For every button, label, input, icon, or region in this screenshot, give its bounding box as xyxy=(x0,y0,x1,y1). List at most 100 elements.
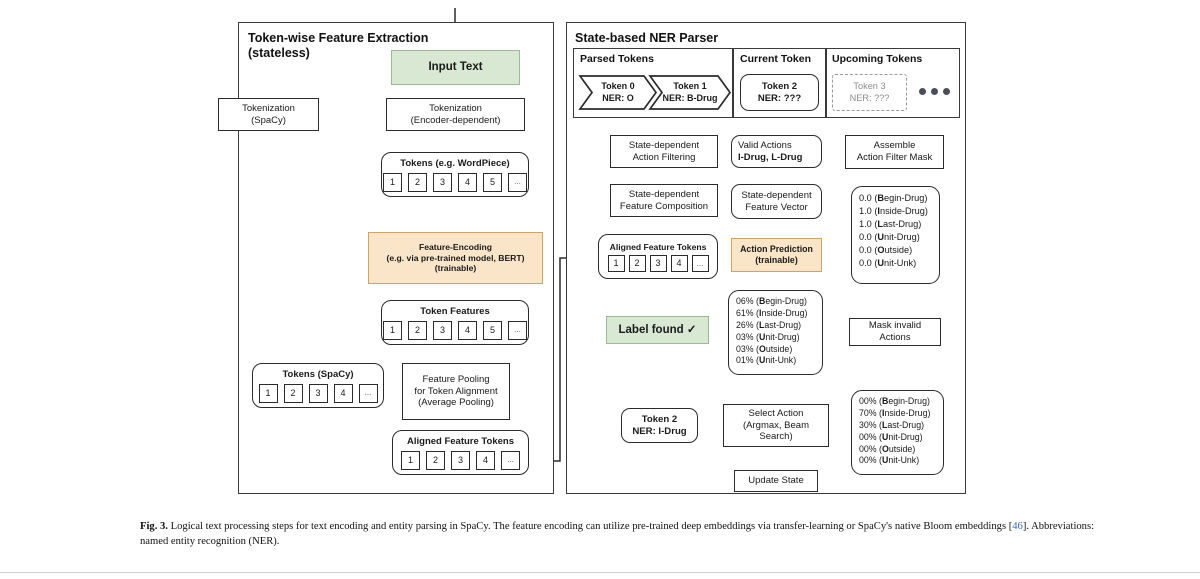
token-square[interactable]: 1 xyxy=(383,320,402,340)
input-text-box[interactable]: Input Text xyxy=(391,50,520,85)
token-square[interactable]: 4 xyxy=(458,320,477,340)
select-action-box[interactable]: Select Action (Argmax, Beam Search) xyxy=(723,404,829,447)
token-square[interactable]: 1 xyxy=(258,383,278,403)
token-square-ellipsis[interactable]: ... xyxy=(691,255,709,273)
token-features-strip[interactable]: Token Features 1 2 3 4 5 ... xyxy=(381,300,529,345)
probability-row: 26% (Last-Drug) xyxy=(736,319,802,330)
left-panel-title-line1: Token-wise Feature Extraction xyxy=(248,31,429,45)
feature-composition-line1: State-dependent xyxy=(628,188,700,200)
parsed-token-0-line2: NER: O xyxy=(602,92,634,103)
upcoming-token-box[interactable]: Token 3 NER: ??? xyxy=(832,74,907,111)
current-token-line1: Token 2 xyxy=(761,80,798,92)
aligned-feature-tokens-right-caption: Aligned Feature Tokens xyxy=(609,241,707,252)
probability-row: 30% (Last-Drug) xyxy=(859,419,925,430)
select-action-line2: (Argmax, Beam Search) xyxy=(743,419,809,443)
action-prediction-line2: (trainable) xyxy=(755,255,798,265)
tokenization-encoder-line2: (Encoder-dependent) xyxy=(410,114,501,126)
assemble-action-filter-mask-box[interactable]: Assemble Action Filter Mask xyxy=(845,135,944,169)
parsed-token-0[interactable]: Token 0 NER: O xyxy=(578,74,658,111)
token-square[interactable]: 3 xyxy=(649,255,667,273)
aligned-feature-tokens-caption: Aligned Feature Tokens xyxy=(407,436,514,448)
probability-row: 01% (Unit-Unk) xyxy=(736,355,797,366)
feature-pooling-line2: for Token Alignment xyxy=(414,385,498,397)
token-square[interactable]: 1 xyxy=(607,255,625,273)
caption-text-line2a: native Bloom embeddings [ xyxy=(894,521,1013,532)
aligned-feature-tokens-items: 1 2 3 4 ... xyxy=(401,450,520,470)
token-square[interactable]: 1 xyxy=(383,172,402,192)
token-features-caption: Token Features xyxy=(420,306,490,318)
tokenization-encoder-box[interactable]: Tokenization (Encoder-dependent) xyxy=(386,98,525,131)
action-prediction-box[interactable]: Action Prediction (trainable) xyxy=(731,238,822,272)
right-panel-title: State-based NER Parser xyxy=(575,31,718,46)
predicted-probabilities-list[interactable]: 06% (Begin-Drug) 61% (Inside-Drug) 26% (… xyxy=(728,290,823,375)
update-state-box[interactable]: Update State xyxy=(734,470,818,492)
token-square[interactable]: 1 xyxy=(401,450,420,470)
action-filter-mask-values[interactable]: 0.0 (Begin-Drug) 1.0 (Inside-Drug) 1.0 (… xyxy=(851,186,940,284)
result-token-line1: Token 2 xyxy=(641,413,678,425)
token-square[interactable]: 5 xyxy=(483,172,502,192)
state-dependent-feature-composition-box[interactable]: State-dependent Feature Composition xyxy=(610,184,718,217)
feature-pooling-line1: Feature Pooling xyxy=(422,374,490,386)
state-dependent-action-filtering-box[interactable]: State-dependent Action Filtering xyxy=(610,135,718,168)
token-square[interactable]: 2 xyxy=(408,172,427,192)
masked-probabilities-list[interactable]: 00% (Begin-Drug) 70% (Inside-Drug) 30% (… xyxy=(851,390,944,475)
aligned-feature-tokens-strip-left[interactable]: Aligned Feature Tokens 1 2 3 4 ... xyxy=(392,430,529,475)
feature-pooling-box[interactable]: Feature Pooling for Token Alignment (Ave… xyxy=(402,363,510,420)
token-square-ellipsis[interactable]: ... xyxy=(358,383,378,403)
select-action-line1: Select Action xyxy=(748,408,804,420)
state-dependent-feature-vector-box[interactable]: State-dependent Feature Vector xyxy=(731,184,822,219)
token-square[interactable]: 3 xyxy=(433,172,452,192)
left-panel-title-line2: (stateless) xyxy=(248,46,310,60)
mask-value-row: 0.0 (Outside) xyxy=(859,245,913,256)
valid-actions-box[interactable]: Valid Actions I-Drug, L-Drug xyxy=(731,135,822,168)
mask-value-row: 0.0 (Begin-Drug) xyxy=(859,193,928,203)
token-square[interactable]: 4 xyxy=(333,383,353,403)
tokenization-spacy-box[interactable]: Tokenization (SpaCy) xyxy=(218,98,319,131)
more-tokens-dots-icon xyxy=(919,88,950,95)
token-square-ellipsis[interactable]: ... xyxy=(501,450,520,470)
parsed-token-1[interactable]: Token 1 NER: B-Drug xyxy=(648,74,732,111)
mask-invalid-actions-label: Mask invalid Actions xyxy=(868,320,922,343)
aligned-feature-tokens-strip-right[interactable]: Aligned Feature Tokens 1 2 3 4 ... xyxy=(598,234,718,279)
token-square[interactable]: 2 xyxy=(408,320,427,340)
current-token-box[interactable]: Token 2 NER: ??? xyxy=(740,74,819,111)
token-square-ellipsis[interactable]: ... xyxy=(508,172,527,192)
token-square[interactable]: 2 xyxy=(628,255,646,273)
feature-encoding-line1: Feature-Encoding xyxy=(418,242,493,253)
tokens-wordpiece-strip[interactable]: Tokens (e.g. WordPiece) 1 2 3 4 5 ... xyxy=(381,152,529,197)
valid-actions-line1: Valid Actions xyxy=(738,139,792,151)
current-token-line2: NER: ??? xyxy=(757,92,802,104)
tokenization-spacy-line2: (SpaCy) xyxy=(251,114,286,126)
parsed-token-1-line1: Token 1 xyxy=(673,81,707,92)
parsed-token-0-line1: Token 0 xyxy=(601,81,635,92)
label-found-box[interactable]: Label found ✓ xyxy=(606,316,709,344)
probability-row: 70% (Inside-Drug) xyxy=(859,407,931,418)
caption-text-line2b: ]. Abbreviations: named entity recogniti… xyxy=(140,521,1095,548)
mask-value-row: 1.0 (Last-Drug) xyxy=(859,219,922,230)
feature-encoding-box[interactable]: Feature-Encoding (e.g. via pre-trained m… xyxy=(368,232,543,284)
tokens-spacy-strip[interactable]: Tokens (SpaCy) 1 2 3 4 ... xyxy=(252,363,384,408)
token-square[interactable]: 4 xyxy=(670,255,688,273)
probability-row: 61% (Inside-Drug) xyxy=(736,307,808,318)
token-square[interactable]: 3 xyxy=(308,383,328,403)
result-token-box[interactable]: Token 2 NER: I-Drug xyxy=(621,408,698,443)
mask-value-row: 1.0 (Inside-Drug) xyxy=(859,206,928,217)
right-panel-title-label: State-based NER Parser xyxy=(575,31,719,45)
token-square-ellipsis[interactable]: ... xyxy=(508,320,527,340)
assemble-mask-line2: Action Filter Mask xyxy=(856,152,933,163)
caption-reference[interactable]: 46 xyxy=(1012,521,1023,532)
mask-invalid-actions-box[interactable]: Mask invalid Actions xyxy=(849,318,941,346)
parsed-token-1-line2: NER: B-Drug xyxy=(662,92,718,103)
token-square[interactable]: 2 xyxy=(283,383,303,403)
tokens-wordpiece-items: 1 2 3 4 5 ... xyxy=(383,172,527,192)
token-square[interactable]: 3 xyxy=(451,450,470,470)
token-square[interactable]: 3 xyxy=(433,320,452,340)
tokens-spacy-caption: Tokens (SpaCy) xyxy=(282,369,354,381)
feature-composition-line2: Feature Composition xyxy=(619,200,709,212)
probability-row: 00% (Outside) xyxy=(859,443,916,454)
token-square[interactable]: 2 xyxy=(426,450,445,470)
token-square[interactable]: 4 xyxy=(476,450,495,470)
valid-actions-line2: I-Drug, L-Drug xyxy=(738,151,803,163)
token-square[interactable]: 4 xyxy=(458,172,477,192)
token-square[interactable]: 5 xyxy=(483,320,502,340)
